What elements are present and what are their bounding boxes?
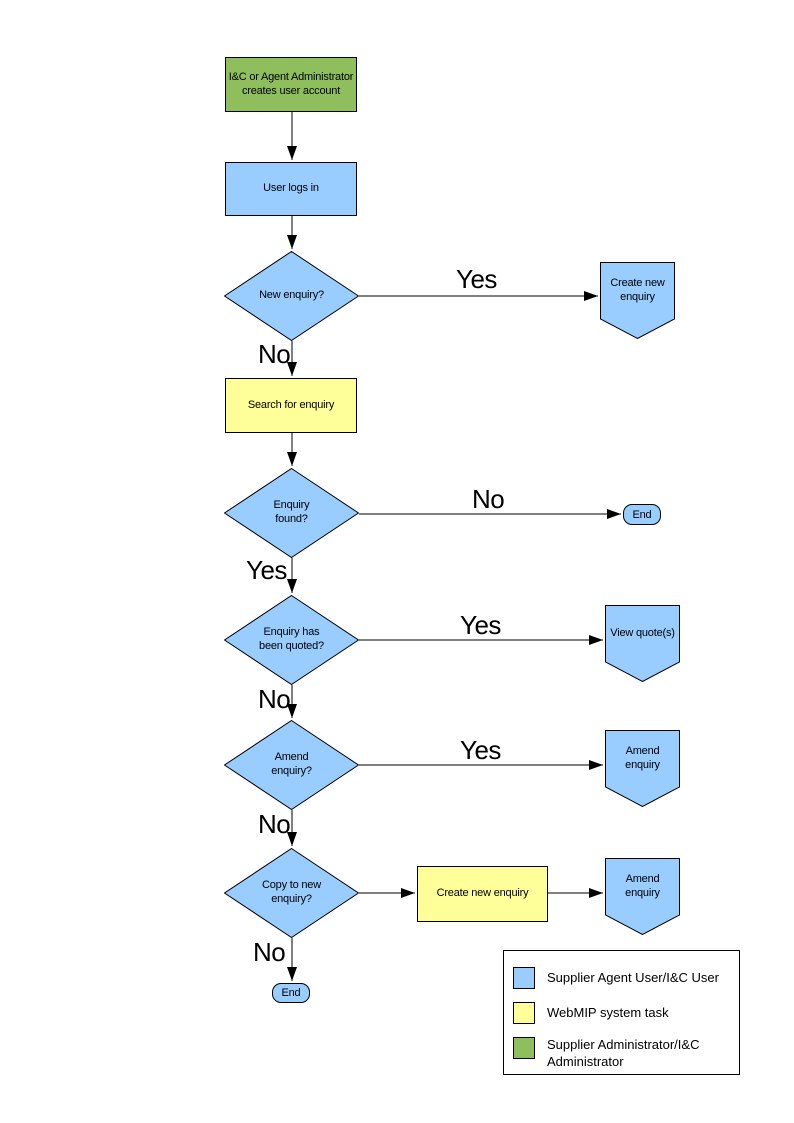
node-view-quotes-connector[interactable]: View quote(s) <box>605 605 680 682</box>
legend: Supplier Agent User/I&C User WebMIP syst… <box>503 950 740 1075</box>
diamond-shape <box>224 468 359 558</box>
off-page-connector-shape <box>605 858 680 935</box>
off-page-connector-shape <box>605 605 680 682</box>
legend-swatch-blue <box>513 967 535 989</box>
off-page-connector-shape <box>600 262 675 339</box>
diamond-shape <box>224 720 359 810</box>
node-amend-enquiry-decision[interactable]: Amend enquiry? <box>224 720 359 810</box>
legend-item-webmip-system-task: WebMIP system task <box>513 1002 737 1024</box>
legend-swatch-green <box>513 1037 535 1059</box>
branch-label-copy-no: No <box>253 937 286 967</box>
node-user-logs-in[interactable]: User logs in <box>225 162 357 216</box>
branch-label-new-enquiry-no: No <box>258 339 291 369</box>
node-amend-enquiry-connector-2[interactable]: Amend enquiry <box>605 858 680 935</box>
legend-swatch-yellow <box>513 1002 535 1024</box>
node-create-new-enquiry-task[interactable]: Create new enquiry <box>417 866 548 922</box>
legend-label: WebMIP system task <box>547 1004 669 1020</box>
legend-label: Supplier Administrator/I&C Administrator <box>547 1037 700 1069</box>
node-enquiry-found-decision[interactable]: Enquiry found? <box>224 468 359 558</box>
diamond-shape <box>224 848 359 938</box>
node-new-enquiry-decision[interactable]: New enquiry? <box>224 251 359 341</box>
legend-item-supplier-administrator: Supplier Administrator/I&C Administrator <box>513 1037 737 1071</box>
branch-label-found-no: No <box>472 484 505 514</box>
node-enquiry-quoted-decision[interactable]: Enquiry has been quoted? <box>224 595 359 685</box>
branch-label-amend-no: No <box>258 809 291 839</box>
legend-item-supplier-agent-user: Supplier Agent User/I&C User <box>513 967 737 989</box>
diamond-shape <box>224 251 359 341</box>
off-page-connector-shape <box>605 730 680 807</box>
branch-label-new-enquiry-yes: Yes <box>456 264 497 294</box>
branch-label-found-yes: Yes <box>246 555 287 585</box>
diamond-shape <box>224 595 359 685</box>
legend-label: Supplier Agent User/I&C User <box>547 969 719 985</box>
branch-label-quoted-no: No <box>258 684 291 714</box>
node-copy-to-new-enquiry-decision[interactable]: Copy to new enquiry? <box>224 848 359 938</box>
node-amend-enquiry-connector-1[interactable]: Amend enquiry <box>605 730 680 807</box>
node-end-terminator-2[interactable]: End <box>272 983 310 1003</box>
node-create-new-enquiry-connector[interactable]: Create new enquiry <box>600 262 675 339</box>
branch-label-quoted-yes: Yes <box>460 610 501 640</box>
node-end-terminator-1[interactable]: End <box>623 504 661 525</box>
branch-label-amend-yes: Yes <box>460 735 501 765</box>
node-admin-creates-account[interactable]: I&C or Agent Administrator creates user … <box>225 57 357 112</box>
node-search-for-enquiry[interactable]: Search for enquiry <box>225 378 357 433</box>
